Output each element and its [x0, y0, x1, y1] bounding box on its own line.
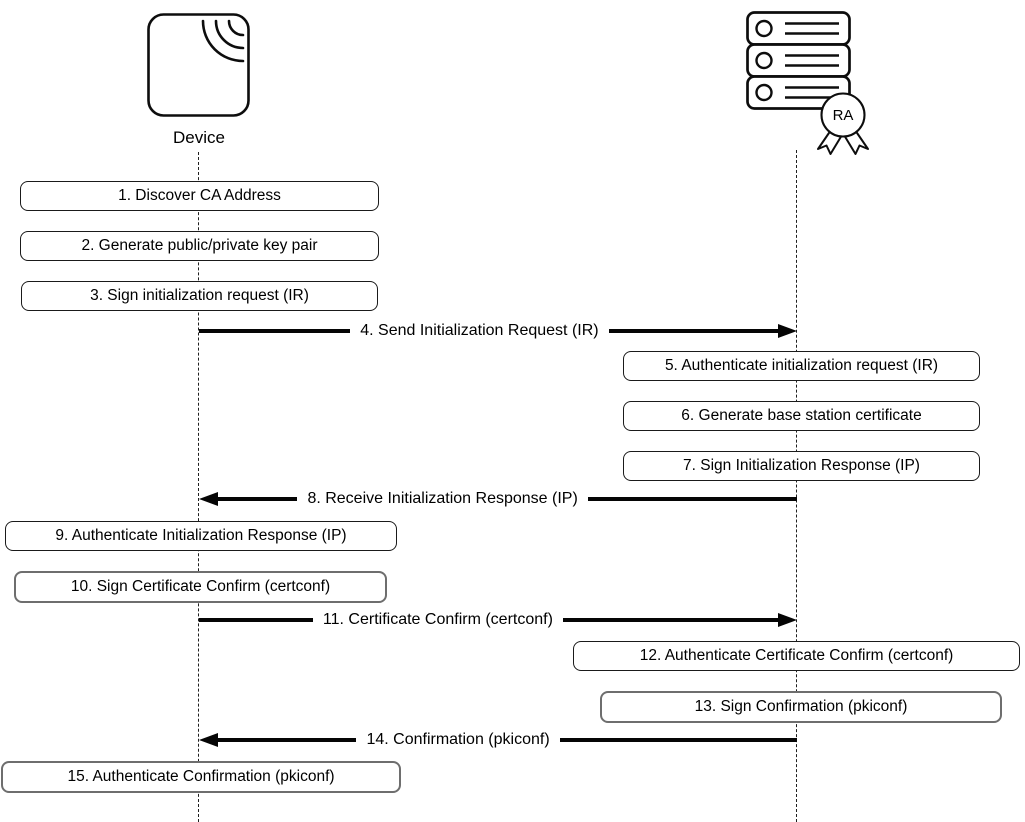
arrow-line: [559, 738, 797, 742]
ra-lifeline: [796, 150, 797, 822]
wifi-waves-icon: [201, 19, 245, 63]
step-5-box: 5. Authenticate initialization request (…: [623, 351, 980, 381]
device-lifeline: [198, 152, 199, 822]
step-10-box: 10. Sign Certificate Confirm (certconf): [14, 571, 387, 603]
server-stack-icon: RA: [746, 11, 869, 155]
step-15-box: 15. Authenticate Confirmation (pkiconf): [1, 761, 401, 793]
arrow-line: [562, 618, 778, 622]
step-11-message-arrow: 11. Certificate Confirm (certconf): [199, 606, 797, 634]
arrow-line: [587, 497, 797, 501]
step-1-box: 1. Discover CA Address: [20, 181, 379, 211]
ra-badge-label: RA: [833, 107, 854, 124]
step-6-box: 6. Generate base station certificate: [623, 401, 980, 431]
arrow-line: [218, 497, 298, 501]
device-actor-label: Device: [173, 128, 225, 147]
arrowhead-left-icon: [199, 492, 218, 506]
wireless-device-icon: [147, 13, 250, 117]
step-8-message-label: 8. Receive Initialization Response (IP): [307, 490, 578, 507]
step-12-box: 12. Authenticate Certificate Confirm (ce…: [573, 641, 1020, 671]
step-14-message-arrow: 14. Confirmation (pkiconf): [199, 726, 797, 754]
ra-certificate-badge-icon: RA: [817, 92, 869, 155]
arrow-line: [199, 329, 351, 333]
step-4-message-arrow: 4. Send Initialization Request (IR): [199, 317, 797, 345]
arrowhead-right-icon: [778, 324, 797, 338]
step-11-message-label: 11. Certificate Confirm (certconf): [322, 611, 553, 628]
step-4-message-label: 4. Send Initialization Request (IR): [360, 322, 599, 339]
arrow-line: [218, 738, 357, 742]
arrow-line: [199, 618, 313, 622]
arrow-line: [608, 329, 778, 333]
arrowhead-right-icon: [778, 613, 797, 627]
step-8-message-arrow: 8. Receive Initialization Response (IP): [199, 485, 797, 513]
step-9-box: 9. Authenticate Initialization Response …: [5, 521, 397, 551]
step-2-box: 2. Generate public/private key pair: [20, 231, 379, 261]
arrowhead-left-icon: [199, 733, 218, 747]
step-14-message-label: 14. Confirmation (pkiconf): [366, 731, 550, 748]
step-7-box: 7. Sign Initialization Response (IP): [623, 451, 980, 481]
step-13-box: 13. Sign Confirmation (pkiconf): [600, 691, 1002, 723]
step-3-box: 3. Sign initialization request (IR): [21, 281, 378, 311]
